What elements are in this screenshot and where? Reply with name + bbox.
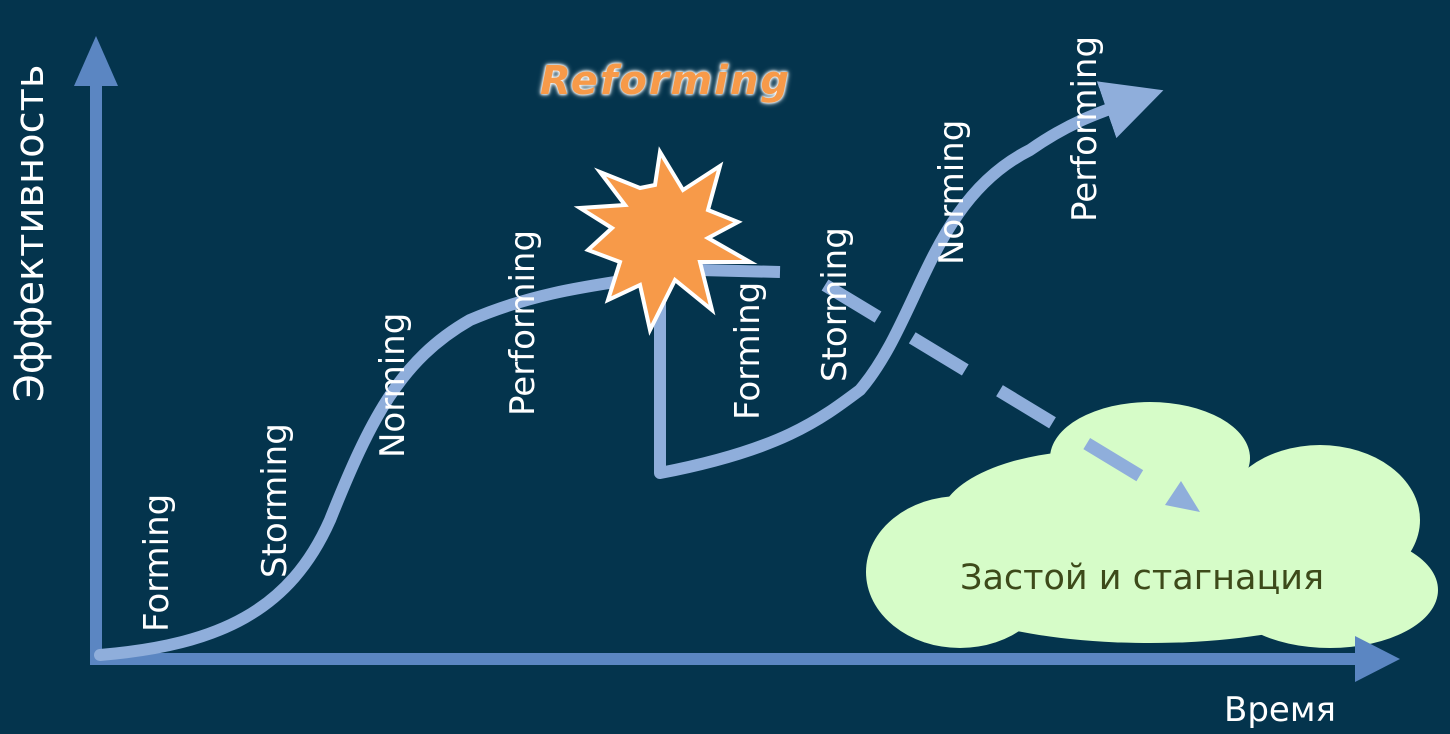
stage-label-norming-1: Norming bbox=[373, 312, 413, 458]
post-burst-segment bbox=[699, 264, 781, 278]
stagnation-arrow-head bbox=[1165, 481, 1200, 512]
x-axis-label: Время bbox=[1224, 690, 1336, 730]
y-axis-label: Эффективность bbox=[7, 64, 53, 402]
stagnation-label: Застой и стагнация bbox=[960, 558, 1325, 598]
y-axis bbox=[74, 36, 118, 662]
stage-label-forming-1: Forming bbox=[137, 493, 177, 632]
stage-label-norming-2: Norming bbox=[932, 119, 972, 265]
stage-label-forming-2: Forming bbox=[728, 281, 768, 420]
stage-label-performing-1: Performing bbox=[503, 229, 543, 416]
reforming-title: Reforming bbox=[540, 58, 792, 104]
second-cycle-curve bbox=[654, 81, 1164, 479]
stage-label-performing-2: Performing bbox=[1065, 35, 1105, 222]
stage-label-storming-1: Storming bbox=[255, 423, 295, 578]
first-cycle-curve bbox=[94, 269, 666, 661]
stagnation-dashed-arrow bbox=[821, 279, 1184, 506]
stagnation-cloud bbox=[866, 402, 1438, 648]
x-axis bbox=[90, 636, 1400, 682]
burst-icon bbox=[573, 146, 758, 336]
stage-label-storming-2: Storming bbox=[815, 227, 855, 382]
